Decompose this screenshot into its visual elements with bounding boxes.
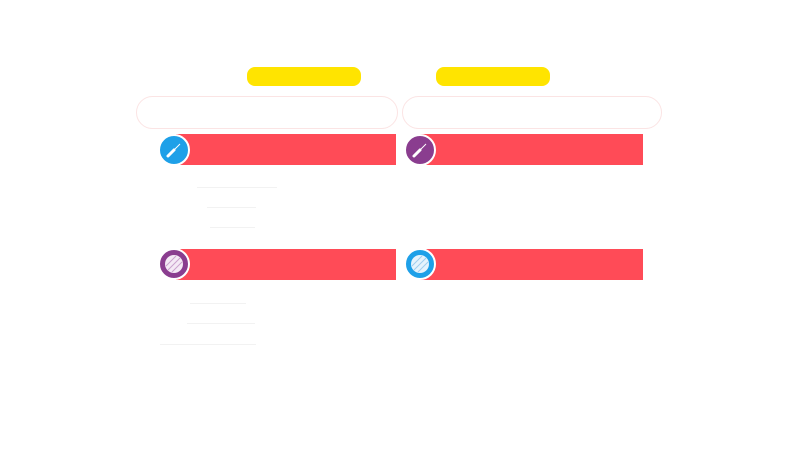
placeholder-line — [160, 344, 256, 345]
placeholder-line — [207, 207, 256, 208]
header-pill-left — [247, 67, 361, 86]
card-bar-left-2 — [176, 249, 396, 280]
subheader-pill-left — [136, 96, 398, 129]
screwdriver-icon — [158, 134, 190, 166]
card-bar-right-1 — [420, 134, 643, 165]
subheader-pill-right — [402, 96, 662, 129]
card-bar-right-2 — [420, 249, 643, 280]
placeholder-line — [210, 227, 255, 228]
placeholder-line — [190, 303, 246, 304]
placeholder-line — [197, 187, 277, 188]
header-pill-right — [436, 67, 550, 86]
striped-ball-icon — [158, 248, 190, 280]
striped-ball-icon — [404, 248, 436, 280]
placeholder-line — [187, 323, 255, 324]
card-bar-left-1 — [176, 134, 396, 165]
screwdriver-icon — [404, 134, 436, 166]
